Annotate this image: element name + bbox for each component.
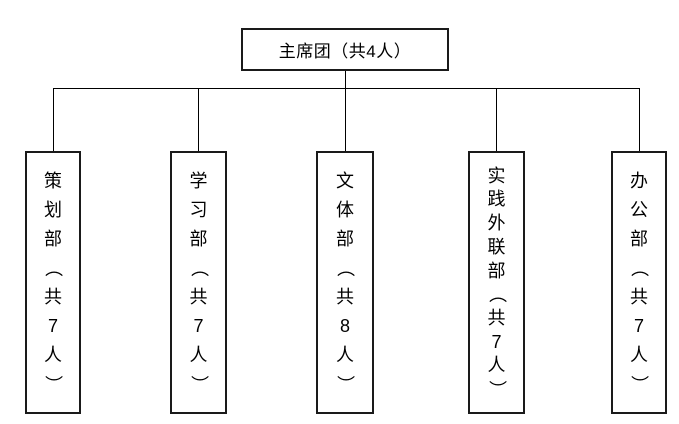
- vertical-char: 公: [630, 200, 648, 220]
- vertical-char: 共: [336, 287, 354, 307]
- vertical-char: 部: [630, 229, 648, 249]
- connector-drop-1: [53, 88, 54, 151]
- vertical-char: 习: [189, 200, 208, 220]
- vertical-char: 7: [633, 316, 644, 336]
- vertical-char: ）: [335, 375, 355, 393]
- vertical-char: 学: [189, 171, 208, 191]
- vertical-char: 共: [44, 287, 62, 307]
- vertical-char: 7: [491, 331, 502, 352]
- dept-box-2: 学习部 （ 共 7 人 ）: [170, 151, 227, 414]
- vertical-char: ）: [629, 375, 649, 393]
- vertical-char: 践: [487, 189, 506, 210]
- vertical-char: 7: [193, 316, 204, 336]
- vertical-char: 划: [44, 200, 62, 220]
- connector-stem: [345, 71, 346, 151]
- vertical-char: 人: [189, 345, 208, 365]
- vertical-char: ）: [486, 380, 507, 399]
- vertical-char: 实: [487, 165, 506, 186]
- dept-label-3: 文体部 （ 共 8 人 ）: [318, 153, 372, 412]
- vertical-char: 人: [630, 345, 648, 365]
- vertical-char: ）: [43, 375, 63, 393]
- vertical-char: 共: [487, 308, 506, 329]
- vertical-char: 共: [630, 287, 648, 307]
- vertical-char: （: [188, 259, 209, 277]
- dept-label-1: 策划部 （ 共 7 人 ）: [27, 153, 79, 412]
- dept-label-2: 学习部 （ 共 7 人 ）: [172, 153, 225, 412]
- connector-rail: [53, 88, 640, 89]
- dept-box-1: 策划部 （ 共 7 人 ）: [25, 151, 81, 414]
- vertical-char: 部: [44, 229, 62, 249]
- vertical-char: 部: [189, 229, 208, 249]
- dept-box-5: 办公部 （ 共 7 人 ）: [611, 151, 667, 414]
- vertical-char: （: [43, 259, 63, 277]
- root-box: 主席团（共4人）: [241, 28, 449, 71]
- vertical-char: 人: [487, 355, 506, 376]
- connector-drop-2: [198, 88, 199, 151]
- connector-drop-5: [639, 88, 640, 151]
- vertical-char: （: [486, 285, 507, 304]
- vertical-char: 外: [487, 213, 506, 234]
- vertical-char: 策: [44, 171, 62, 191]
- dept-box-3: 文体部 （ 共 8 人 ）: [316, 151, 374, 414]
- vertical-char: 7: [47, 316, 58, 336]
- vertical-char: ）: [188, 375, 209, 393]
- vertical-char: 部: [487, 260, 506, 281]
- vertical-char: （: [335, 259, 355, 277]
- connector-drop-4: [496, 88, 497, 151]
- vertical-char: （: [629, 259, 649, 277]
- vertical-char: 联: [487, 236, 506, 257]
- vertical-char: 体: [336, 200, 354, 220]
- vertical-char: 办: [630, 171, 648, 191]
- vertical-char: 部: [336, 229, 354, 249]
- vertical-char: 人: [336, 345, 354, 365]
- vertical-char: 文: [336, 171, 354, 191]
- root-box-label: 主席团（共4人）: [278, 42, 412, 61]
- vertical-char: 人: [44, 345, 62, 365]
- vertical-char: 8: [339, 316, 350, 336]
- vertical-char: 共: [189, 287, 208, 307]
- dept-label-5: 办公部 （ 共 7 人 ）: [613, 153, 665, 412]
